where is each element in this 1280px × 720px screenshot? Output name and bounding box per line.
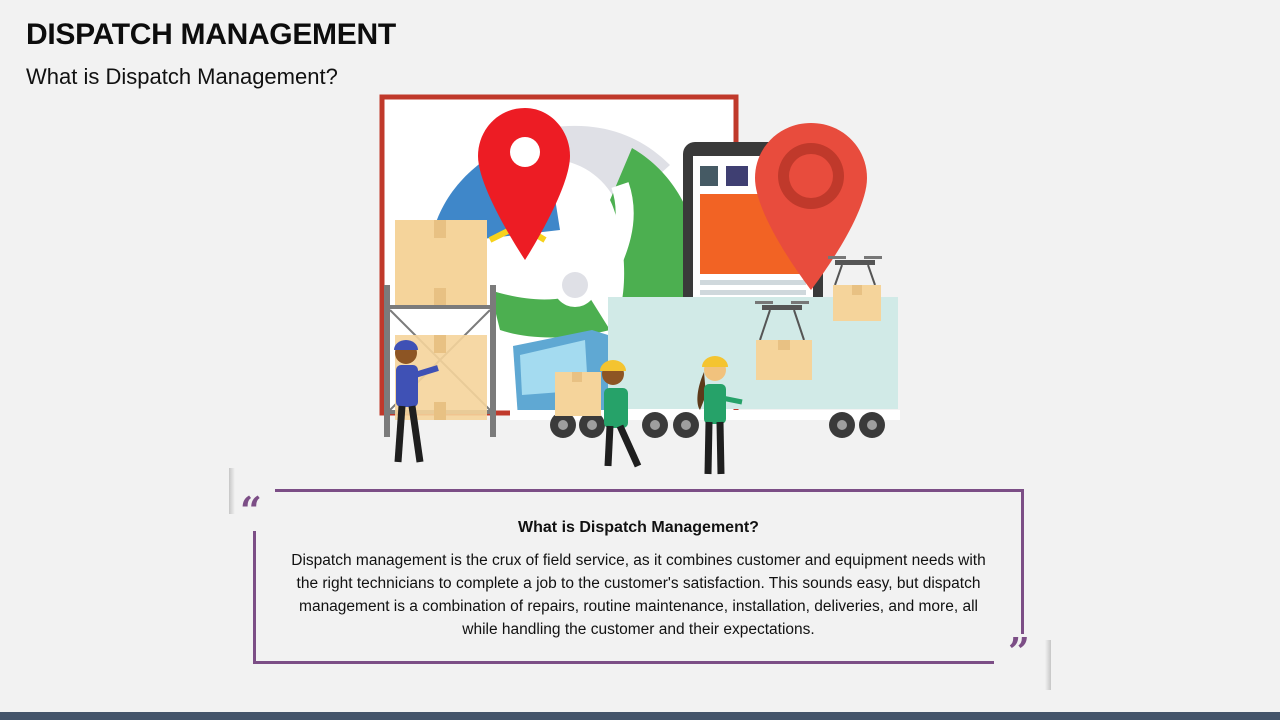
- slide-title: DISPATCH MANAGEMENT: [26, 18, 396, 51]
- decorative-shadow: [229, 468, 235, 514]
- worker-icon: [394, 340, 439, 463]
- dispatch-illustration: [370, 90, 910, 490]
- package-box-icon: [555, 372, 601, 416]
- bottom-bar: [0, 712, 1280, 720]
- location-pin-icon: [755, 123, 867, 290]
- package-box-icon: [395, 220, 487, 305]
- slide-subtitle: What is Dispatch Management?: [26, 64, 338, 89]
- delivery-drone-icon: [828, 256, 882, 321]
- content-box: [253, 489, 1024, 664]
- decorative-shadow: [1045, 640, 1051, 690]
- worker-icon: [697, 356, 743, 475]
- worker-icon: [600, 360, 642, 468]
- open-quote-icon: “: [240, 488, 262, 533]
- close-quote-icon: ”: [1008, 629, 1030, 674]
- content-box-body: Dispatch management is the crux of field…: [291, 552, 986, 638]
- delivery-drone-icon: [755, 301, 812, 380]
- location-pin-icon: [478, 108, 570, 260]
- content-box-heading: What is Dispatch Management?: [518, 519, 759, 536]
